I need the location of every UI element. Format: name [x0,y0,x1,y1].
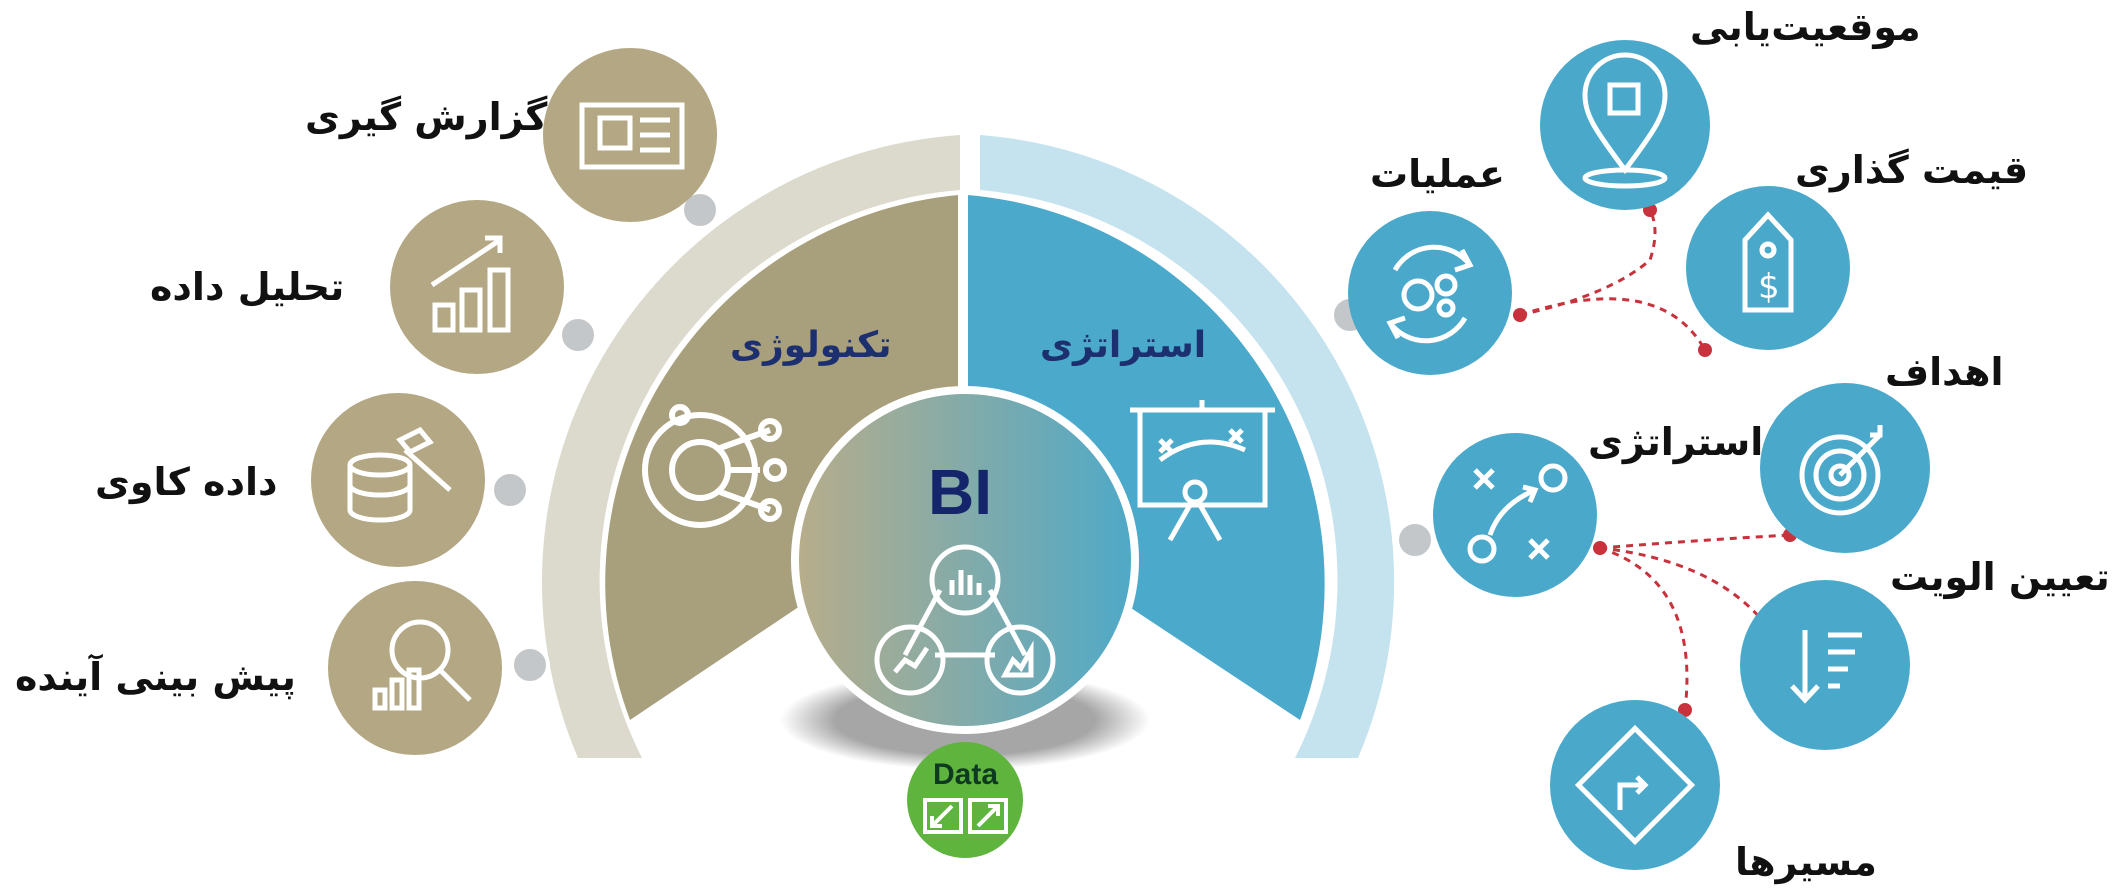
mining-circle [311,393,485,567]
data-circle [907,742,1023,858]
target-icon [1799,425,1883,516]
price-tag-icon: $ [1742,211,1794,313]
mining-label: داده کاوی [95,460,278,504]
strategy-outer-arc [980,135,1395,758]
analysis-circle [390,200,564,374]
gears-cycle-icon [1386,244,1474,344]
technology-sector [605,195,958,720]
positioning-label: موقعیت‌یابی [1690,5,1921,49]
report-label: گزارش گیری [305,95,548,139]
gear-network-icon [642,404,787,528]
forecast-label: پیش بینی آینده [15,655,296,699]
operations-label: عملیات [1370,152,1505,196]
technology-sector-label: تکنولوژی [730,325,892,366]
priority-label: تعیین الویت [1890,555,2110,599]
presentation-board-icon [1130,400,1275,542]
priority-circle [1740,580,1910,750]
strategy-label: استراتژی [1588,420,1764,464]
route-sign-icon [1574,724,1696,846]
bi-title: BI [928,456,992,528]
positioning-circle [1540,40,1710,210]
sort-priority-icon [1790,630,1862,704]
magnifier-chart-icon [372,619,472,711]
data-sync-icon [923,798,1008,834]
left-connectors [490,190,720,685]
analysis-label: تحلیل داده [150,265,345,309]
pricing-label: قیمت گذاری [1795,148,2029,192]
strategy-sector-label: استراتژی [1040,325,1207,366]
technology-outer-arc [541,135,960,758]
analytics-triangle-icon [874,544,1056,696]
strategy-circle [1433,433,1597,597]
bi-center-circle [791,386,1139,734]
svg-text:$: $ [1758,267,1780,307]
pricing-circle [1686,186,1850,350]
database-hammer-icon [347,426,452,523]
goals-label: اهداف [1885,350,2004,394]
data-label: Data [933,758,999,791]
dashed-connectors [1519,209,1791,711]
location-pin-icon [1582,52,1668,189]
report-icon [579,102,685,170]
bar-chart-growth-icon [430,235,511,333]
tactics-board-icon [1467,463,1568,564]
strategy-sector [968,195,1325,720]
routes-label: مسیرها [1735,840,1877,884]
